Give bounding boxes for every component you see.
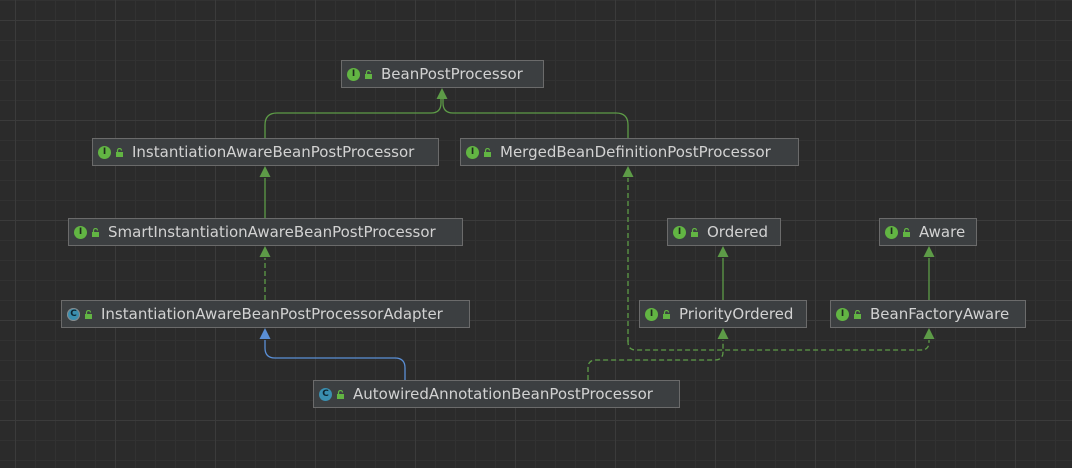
arrowhead-ordered xyxy=(717,246,729,257)
arrowhead-bpp xyxy=(436,88,448,99)
node-aware[interactable]: I Aware xyxy=(879,218,977,246)
arrowhead-mbdpp xyxy=(622,166,634,177)
arrowhead-iabpp xyxy=(259,166,271,177)
edge-aabpp-to-bfa xyxy=(627,340,930,351)
lock-icon xyxy=(91,227,100,237)
class-icon: C xyxy=(319,387,332,401)
node-autowired-annotation-bean-post-processor[interactable]: C AutowiredAnnotationBeanPostProcessor xyxy=(313,380,680,408)
node-label: Aware xyxy=(919,223,966,241)
node-label: BeanFactoryAware xyxy=(870,305,1010,323)
node-instantiation-aware-bean-post-processor-adapter[interactable]: C InstantiationAwareBeanPostProcessorAda… xyxy=(61,300,470,328)
lock-icon xyxy=(902,227,911,237)
node-instantiation-aware-bean-post-processor[interactable]: I InstantiationAwareBeanPostProcessor xyxy=(92,138,439,166)
node-bean-post-processor[interactable]: I BeanPostProcessor xyxy=(341,60,544,88)
edge-aabpp-to-po xyxy=(587,340,724,380)
arrowhead-siabpp xyxy=(259,246,271,257)
arrowhead-iabppa xyxy=(259,328,271,339)
lock-icon xyxy=(690,227,699,237)
edge-mbdpp-to-bpp xyxy=(442,98,629,138)
node-label: MergedBeanDefinitionPostProcessor xyxy=(500,143,771,161)
edge-iabpp-to-bpp xyxy=(264,98,442,138)
edge-aabpp-to-iabppa xyxy=(264,340,406,380)
node-label: BeanPostProcessor xyxy=(381,65,523,83)
node-label: PriorityOrdered xyxy=(679,305,794,323)
node-smart-instantiation-aware-bean-post-processor[interactable]: I SmartInstantiationAwareBeanPostProcess… xyxy=(68,218,463,246)
lock-icon xyxy=(84,309,93,319)
node-ordered[interactable]: I Ordered xyxy=(667,218,781,246)
abstract-class-icon: C xyxy=(67,307,80,321)
arrowhead-aware xyxy=(923,246,935,257)
lock-icon xyxy=(364,69,373,79)
interface-icon: I xyxy=(885,225,898,239)
node-label: AutowiredAnnotationBeanPostProcessor xyxy=(353,385,653,403)
node-bean-factory-aware[interactable]: I BeanFactoryAware xyxy=(830,300,1026,328)
node-label: SmartInstantiationAwareBeanPostProcessor xyxy=(108,223,436,241)
interface-icon: I xyxy=(836,307,849,321)
interface-icon: I xyxy=(347,67,360,81)
lock-icon xyxy=(115,147,124,157)
lock-icon xyxy=(853,309,862,319)
arrowhead-po xyxy=(717,328,729,339)
interface-icon: I xyxy=(673,225,686,239)
interface-icon: I xyxy=(74,225,87,239)
interface-icon: I xyxy=(645,307,658,321)
node-priority-ordered[interactable]: I PriorityOrdered xyxy=(639,300,807,328)
lock-icon xyxy=(483,147,492,157)
interface-icon: I xyxy=(466,145,479,159)
lock-icon xyxy=(662,309,671,319)
interface-icon: I xyxy=(98,145,111,159)
arrowhead-bfa xyxy=(923,328,935,339)
lock-icon xyxy=(336,389,345,399)
node-label: InstantiationAwareBeanPostProcessorAdapt… xyxy=(101,305,443,323)
node-label: InstantiationAwareBeanPostProcessor xyxy=(132,143,415,161)
node-label: Ordered xyxy=(707,223,769,241)
node-merged-bean-definition-post-processor[interactable]: I MergedBeanDefinitionPostProcessor xyxy=(460,138,799,166)
